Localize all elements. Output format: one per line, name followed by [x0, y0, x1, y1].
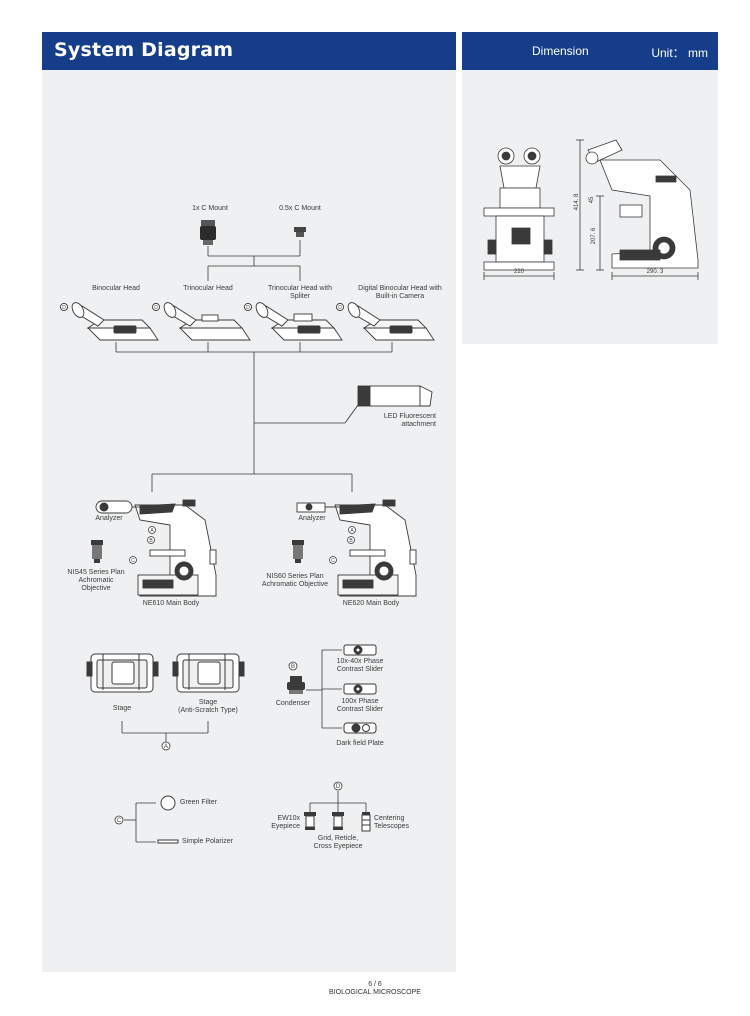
darkfield-plate-label: Dark field Plate [336, 740, 384, 747]
analyzer-1-label: Analyzer [95, 515, 123, 522]
phase-slider-1-label: 10x-40x Phase Contrast Slider [336, 658, 384, 673]
svg-text:C: C [331, 558, 335, 564]
side-view-drawing [576, 139, 699, 280]
dim-height-207: 207. 6 [591, 227, 597, 245]
stage-icon [86, 653, 159, 693]
svg-text:A: A [150, 528, 154, 534]
dimension-header: Dimension Unit： mm [462, 32, 718, 70]
phase-slider-1-icon [343, 644, 377, 656]
green-filter-icon [160, 795, 176, 811]
svg-text:D: D [154, 305, 158, 311]
dimension-title: Dimension [532, 44, 589, 58]
objective-2-label: NIS60 Series Plan Achromatic Objective [261, 573, 329, 588]
c-mount-05x-icon [294, 227, 306, 237]
analyzer-1-icon [95, 500, 142, 514]
digital-head-icon [336, 302, 435, 341]
condenser-label: Condenser [275, 700, 311, 707]
svg-text:B: B [149, 538, 153, 544]
analyzer-2-label: Analyzer [298, 515, 326, 522]
analyzer-2-icon [296, 502, 342, 513]
simple-polarizer-label: Simple Polarizer [182, 838, 233, 845]
simple-polarizer-icon [157, 839, 179, 844]
dim-width-front: 220 [513, 269, 524, 275]
page-footer: 6 / 6 BIOLOGICAL MICROSCOPE [0, 981, 750, 997]
marker-d-eyepiece: D [335, 784, 341, 790]
marker-c-filter: C [116, 818, 122, 824]
grid-eyepiece-icon [332, 812, 344, 830]
phase-slider-2-icon [343, 683, 377, 695]
stage-anti-scratch-icon [172, 653, 245, 693]
ne620-main-body-icon [334, 499, 417, 597]
page-number: 6 / 6 [368, 981, 382, 988]
stage-label: Stage [112, 705, 132, 712]
trinocular-head-icon [152, 302, 251, 341]
trinocular-splitter-label: Trinocular Head with Spliter [268, 285, 332, 300]
condenser-icon [287, 676, 305, 694]
front-view-drawing [483, 147, 555, 280]
svg-text:C: C [131, 558, 135, 564]
svg-text:D: D [338, 305, 342, 311]
marker-a-stage: A [163, 744, 168, 750]
binocular-head-label: Binocular Head [92, 285, 140, 292]
trinocular-head-label: Trinocular Head [183, 285, 233, 292]
product-name: BIOLOGICAL MICROSCOPE [329, 989, 421, 996]
digital-head-label: Digital Binocular Head with Built-in Cam… [358, 285, 442, 300]
centering-telescope-label: Centering Telescopes [374, 815, 410, 830]
mount-05x-label: 0.5x C Mount [279, 205, 321, 212]
body-1-label: NE610 Main Body [142, 600, 200, 607]
objective-1-label: NIS45 Series Plan Achromatic Objective [67, 569, 125, 592]
trinocular-splitter-head-icon [244, 302, 343, 341]
phase-slider-2-label: 100x Phase Contrast Slider [336, 698, 384, 713]
svg-text:D: D [62, 305, 66, 311]
centering-telescope-icon [361, 812, 371, 832]
marker-b-condenser: B [290, 664, 295, 670]
ne610-main-body-icon [134, 499, 217, 597]
svg-text:B: B [349, 538, 353, 544]
mount-1x-label: 1x C Mount [192, 205, 228, 212]
c-mount-1x-icon [200, 220, 216, 245]
led-fluorescent-icon [344, 385, 433, 424]
led-fluorescent-label: LED Fluorescent attachment [383, 413, 436, 428]
svg-text:D: D [246, 305, 250, 311]
objective-1-icon [91, 540, 103, 563]
dim-height-total: 414. 8 [574, 193, 580, 211]
green-filter-label: Green Filter [180, 799, 217, 806]
dim-height-45: 45 [589, 196, 595, 204]
objective-2-icon [292, 540, 304, 563]
system-diagram-header: System Diagram [42, 32, 456, 70]
grid-eyepiece-label: Grid, Reticle, Cross Eyepiece [313, 835, 363, 850]
unit-label: Unit： mm [651, 46, 708, 60]
body-2-label: NE620 Main Body [342, 600, 400, 607]
dim-width-side: 290. 3 [646, 269, 664, 275]
page-title: System Diagram [54, 39, 234, 61]
binocular-head-icon [60, 302, 159, 341]
ew10x-eyepiece-label: EW10x Eyepiece [271, 815, 300, 830]
stage-anti-label: Stage (Anti-Scratch Type) [178, 699, 238, 714]
darkfield-plate-icon [343, 722, 377, 734]
svg-text:A: A [350, 528, 354, 534]
ew10x-eyepiece-icon [304, 812, 316, 830]
